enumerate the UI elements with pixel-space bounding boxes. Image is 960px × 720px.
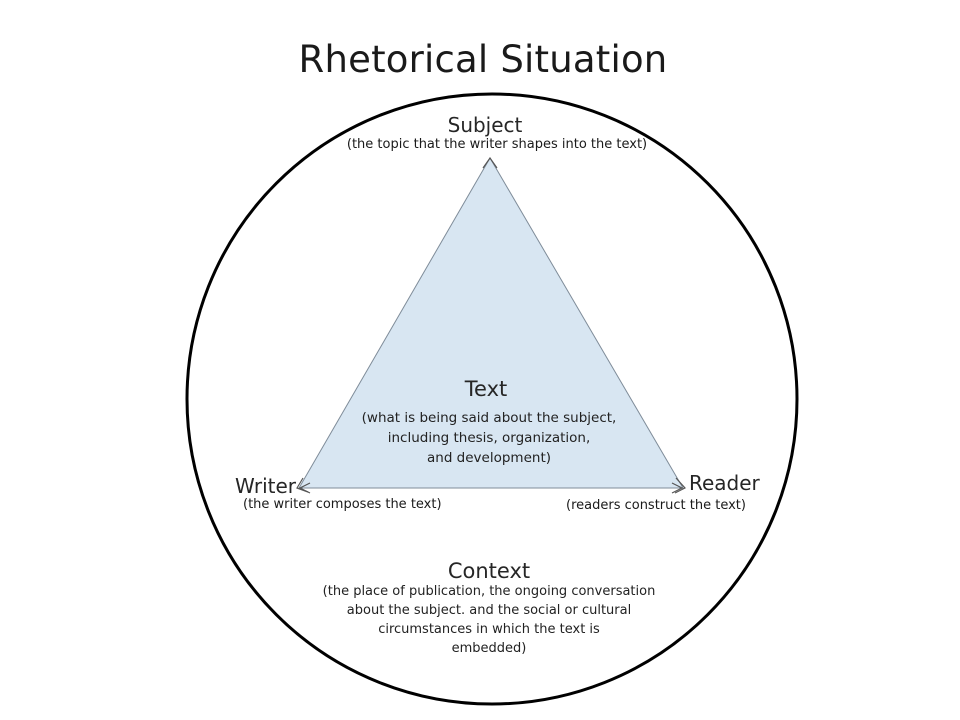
context-description-line: embedded): [451, 641, 527, 656]
context-circle: [185, 92, 799, 706]
reader-arrowhead: [674, 477, 686, 494]
diagram-title: Rhetorical Situation: [298, 38, 668, 81]
subject-description: (the topic that the writer shapes into t…: [346, 137, 648, 152]
text-description-line: including thesis, organization,: [387, 430, 591, 446]
base-arrowhead-right: [671, 482, 684, 494]
context-description-line: about the subject. and the social or cul…: [346, 603, 632, 618]
writer-description: (the writer composes the text): [243, 497, 442, 512]
context-label: Context: [447, 559, 531, 583]
text-label: Text: [464, 377, 508, 401]
text-description-line: (what is being said about the subject,: [361, 410, 617, 426]
writer-label: Writer: [235, 474, 297, 498]
subject-arrowhead: [482, 156, 498, 169]
context-description-line: circumstances in which the text is: [378, 622, 600, 637]
text-description-line: and development): [426, 450, 552, 466]
reader-description: (readers construct the text): [566, 498, 746, 513]
context-description-line: (the place of publication, the ongoing c…: [322, 584, 656, 599]
rhetorical-triangle: [298, 157, 684, 489]
base-arrowhead-left: [298, 482, 311, 494]
reader-label: Reader: [689, 471, 760, 495]
subject-label: Subject: [447, 113, 523, 137]
context-description: (the place of publication, the ongoing c…: [323, 582, 656, 658]
text-description: (what is being said about the subject, i…: [362, 408, 617, 468]
